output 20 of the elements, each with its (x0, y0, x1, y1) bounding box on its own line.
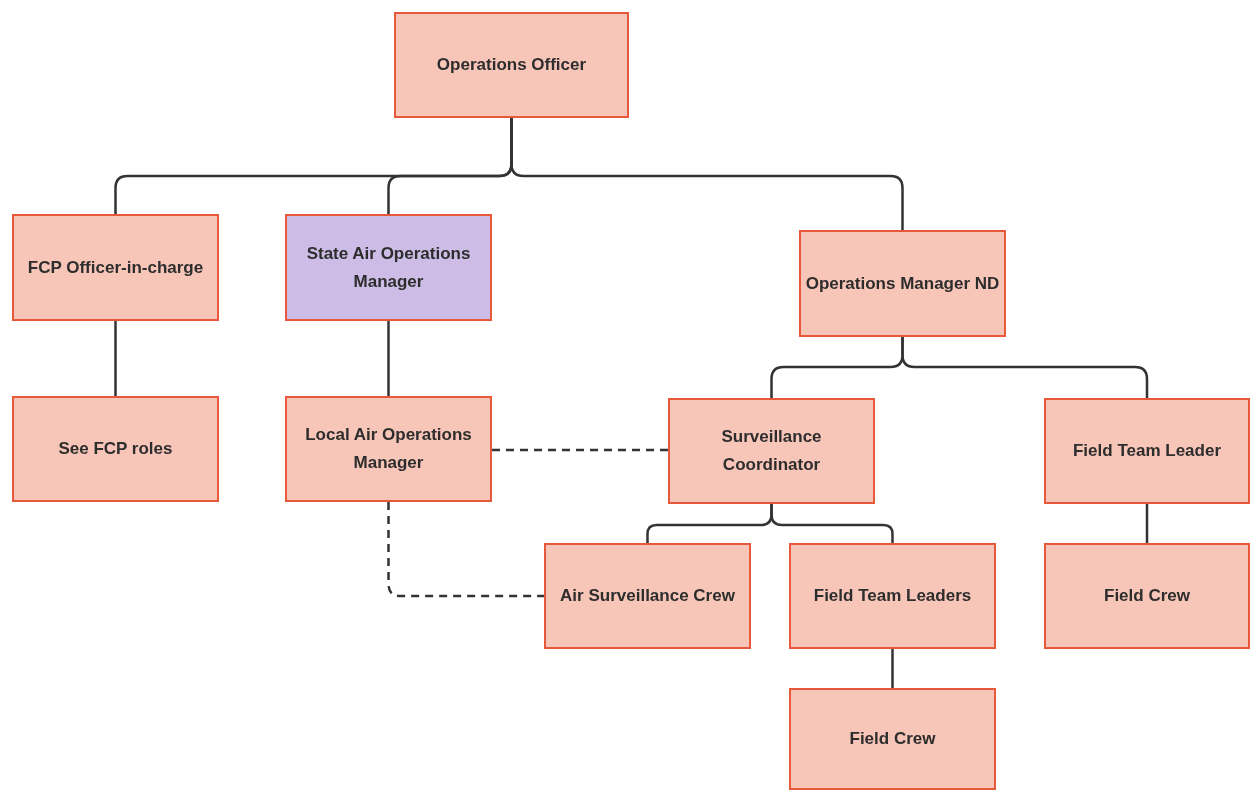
role-box: State Air Operations Manager (285, 214, 492, 321)
connector-line (901, 337, 1149, 398)
connector-line (114, 321, 117, 396)
role-box: Air Surveillance Crew (544, 543, 751, 649)
role-box: FCP Officer-in-charge (12, 214, 219, 321)
role-box: Field Team Leader (1044, 398, 1250, 504)
role-box: Field Team Leaders (789, 543, 996, 649)
connector-line (510, 118, 904, 230)
role-box: Field Crew (1044, 543, 1250, 649)
connector-line (387, 502, 544, 598)
role-box: Local Air Operations Manager (285, 396, 492, 502)
connector-line (492, 448, 668, 452)
connector-line (891, 649, 894, 688)
role-box: Field Crew (789, 688, 996, 790)
connector-line (1145, 504, 1149, 543)
role-box: Operations Manager ND (799, 230, 1006, 337)
role-box: Surveillance Coordinator (668, 398, 875, 504)
connector-line (387, 321, 390, 396)
role-box: Operations Officer (394, 12, 629, 118)
role-box: See FCP roles (12, 396, 219, 502)
